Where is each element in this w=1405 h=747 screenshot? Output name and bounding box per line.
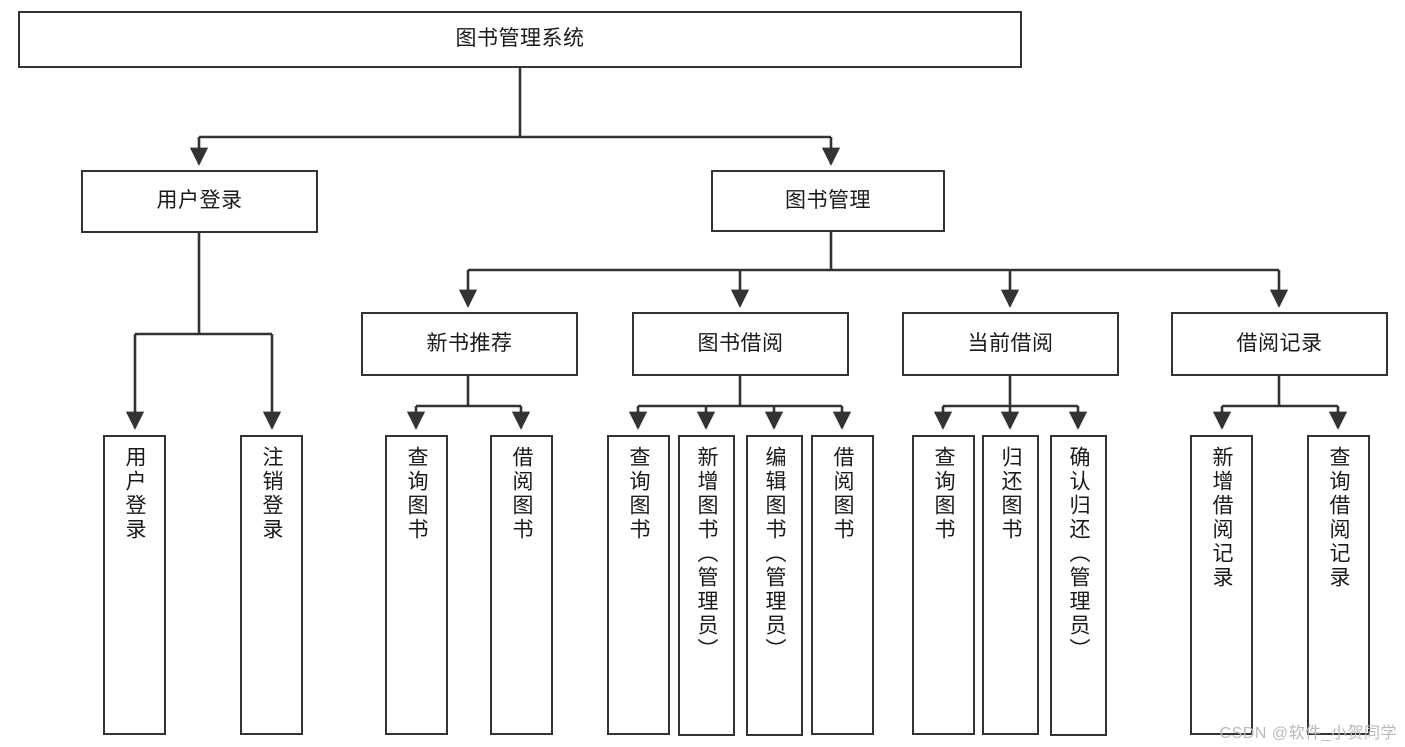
- node-add-book-admin[interactable]: 新增图书（管理员）: [678, 435, 735, 736]
- node-borrow-book-recommend[interactable]: 借阅图书: [490, 435, 553, 735]
- node-label: 用户登录: [156, 189, 243, 213]
- node-label: 查询图书: [932, 446, 955, 542]
- node-book-borrow[interactable]: 图书借阅: [632, 312, 849, 376]
- node-query-book-borrow[interactable]: 查询图书: [607, 435, 670, 735]
- node-label: 确认归还（管理员）: [1067, 446, 1090, 662]
- node-borrow-record[interactable]: 借阅记录: [1171, 312, 1388, 376]
- node-current-borrow[interactable]: 当前借阅: [902, 312, 1119, 376]
- node-edit-book-admin[interactable]: 编辑图书（管理员）: [746, 435, 803, 736]
- node-label: 新增图书（管理员）: [695, 446, 718, 662]
- node-label: 当前借阅: [967, 331, 1054, 355]
- node-label: 图书管理: [785, 188, 871, 212]
- node-label: 编辑图书（管理员）: [763, 446, 786, 662]
- node-label: 归还图书: [999, 446, 1022, 542]
- node-query-book-current[interactable]: 查询图书: [912, 435, 975, 735]
- node-label: 借阅图书: [510, 446, 533, 542]
- node-borrow-book[interactable]: 借阅图书: [811, 435, 874, 735]
- node-query-borrow-record[interactable]: 查询借阅记录: [1307, 435, 1370, 735]
- node-label: 图书借阅: [697, 331, 784, 355]
- node-add-borrow-record[interactable]: 新增借阅记录: [1190, 435, 1253, 735]
- node-confirm-return-admin[interactable]: 确认归还（管理员）: [1050, 435, 1107, 736]
- node-label: 查询图书: [405, 446, 428, 542]
- node-label: 查询借阅记录: [1327, 446, 1350, 590]
- node-label: 新增借阅记录: [1210, 446, 1233, 590]
- node-query-book-recommend[interactable]: 查询图书: [385, 435, 448, 735]
- watermark-text: CSDN @软件_小贺同学: [1219, 725, 1397, 742]
- node-logout-leaf[interactable]: 注销登录: [240, 435, 303, 735]
- node-label: 借阅图书: [831, 446, 854, 542]
- node-user-login[interactable]: 用户登录: [81, 170, 318, 233]
- node-user-login-leaf[interactable]: 用户登录: [103, 435, 166, 735]
- node-return-book[interactable]: 归还图书: [982, 435, 1039, 735]
- node-label: 借阅记录: [1236, 331, 1323, 355]
- node-title-system[interactable]: 图书管理系统: [18, 11, 1022, 68]
- node-label: 注销登录: [260, 446, 283, 542]
- node-label: 新书推荐: [426, 331, 513, 355]
- node-label: 查询图书: [627, 446, 650, 542]
- node-book-management[interactable]: 图书管理: [711, 170, 945, 232]
- node-new-book-recommend[interactable]: 新书推荐: [361, 312, 578, 376]
- node-label: 图书管理系统: [455, 27, 585, 51]
- node-label: 用户登录: [123, 446, 146, 542]
